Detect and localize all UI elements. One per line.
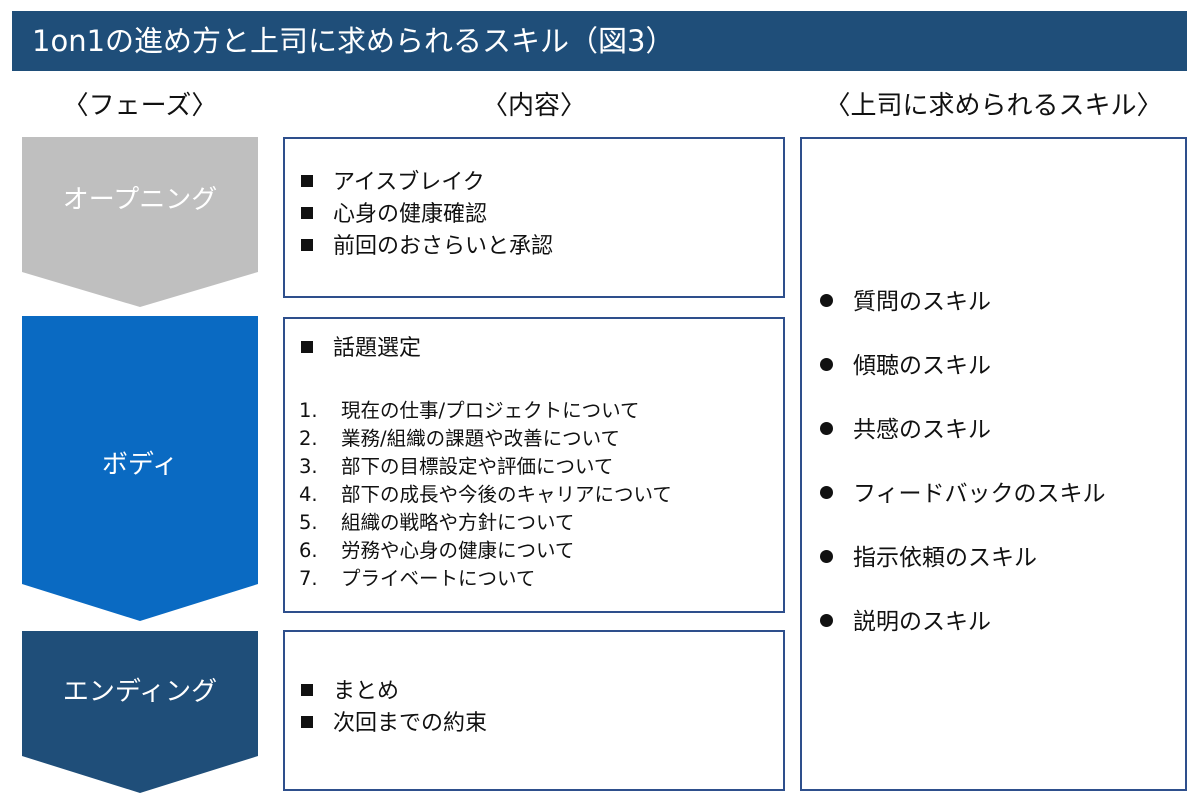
phase-ending-arrow	[22, 631, 258, 793]
phase-body-label: ボディ	[101, 450, 179, 480]
topic-item: 6.労務や心身の健康について	[299, 539, 575, 562]
topic-item: 7.プライベートについて	[299, 567, 536, 590]
circle-bullet-icon	[820, 486, 833, 499]
skill-item: 共感のスキル	[820, 413, 991, 447]
square-bullet-icon	[301, 341, 313, 353]
title-bar: 1on1の進め方と上司に求められるスキル（図3）	[12, 11, 1187, 71]
phase-opening: オープニング	[22, 137, 258, 307]
skill-item: 説明のスキル	[820, 605, 991, 639]
circle-bullet-icon	[820, 614, 833, 627]
list-item: 次回までの約束	[301, 708, 487, 740]
list-item: アイスブレイク	[301, 167, 485, 199]
circle-bullet-icon	[820, 550, 833, 563]
list-item: 心身の健康確認	[301, 199, 487, 231]
square-bullet-icon	[301, 175, 313, 187]
list-item: 前回のおさらいと承認	[301, 231, 553, 263]
opening-content-box: アイスブレイク 心身の健康確認 前回のおさらいと承認	[283, 137, 785, 298]
phase-opening-arrow	[22, 137, 258, 307]
circle-bullet-icon	[820, 358, 833, 371]
phase-body: ボディ	[22, 316, 258, 621]
body-heading: 話題選定	[301, 333, 421, 365]
header-content: 〈内容〉	[481, 91, 586, 121]
phase-ending-label: エンディング	[62, 677, 218, 707]
phase-body-arrow	[22, 316, 258, 621]
skill-item: 傾聴のスキル	[820, 349, 991, 383]
topic-item: 5.組織の戦略や方針について	[299, 511, 575, 534]
skill-item: フィードバックのスキル	[820, 477, 1106, 511]
header-skills: 〈上司に求められるスキル〉	[824, 91, 1163, 121]
circle-bullet-icon	[820, 294, 833, 307]
skill-item: 質問のスキル	[820, 285, 991, 319]
topic-item: 3.部下の目標設定や評価について	[299, 455, 614, 478]
square-bullet-icon	[301, 684, 313, 696]
phase-ending: エンディング	[22, 631, 258, 793]
topic-item: 1.現在の仕事/プロジェクトについて	[299, 399, 640, 422]
topic-item: 2.業務/組織の課題や改善について	[299, 427, 620, 450]
skills-box: 質問のスキル 傾聴のスキル 共感のスキル フィードバックのスキル 指示依頼のスキ…	[800, 137, 1187, 791]
square-bullet-icon	[301, 239, 313, 251]
phase-opening-label: オープニング	[62, 185, 218, 215]
ending-content-box: まとめ 次回までの約束	[283, 630, 785, 791]
circle-bullet-icon	[820, 422, 833, 435]
header-phase: 〈フェーズ〉	[62, 91, 218, 121]
topic-item: 4.部下の成長や今後のキャリアについて	[299, 483, 672, 506]
body-content-box: 話題選定 1.現在の仕事/プロジェクトについて 2.業務/組織の課題や改善につい…	[283, 317, 785, 613]
square-bullet-icon	[301, 716, 313, 728]
square-bullet-icon	[301, 207, 313, 219]
list-item: まとめ	[301, 676, 399, 708]
skill-item: 指示依頼のスキル	[820, 541, 1037, 575]
page-title: 1on1の進め方と上司に求められるスキル（図3）	[32, 24, 675, 58]
